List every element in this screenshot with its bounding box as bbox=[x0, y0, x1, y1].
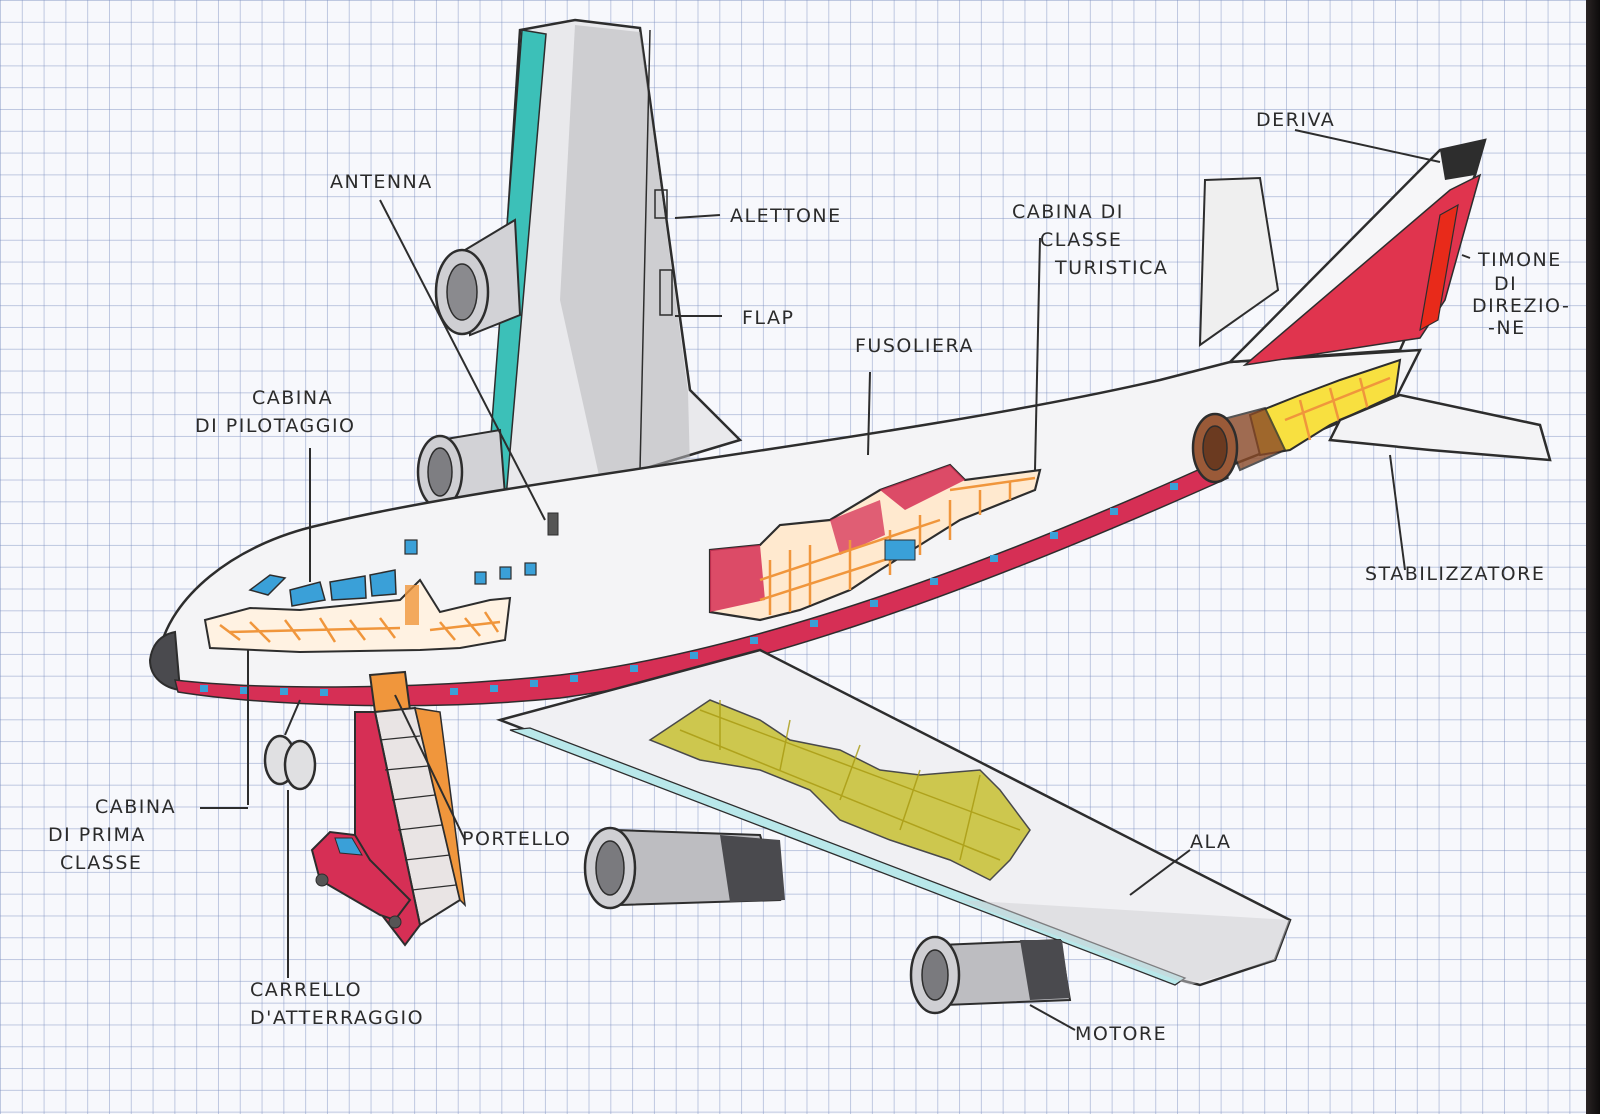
lower-engine-2 bbox=[909, 935, 1072, 1015]
label-cabina-prima-2: DI PRIMA bbox=[48, 824, 146, 846]
label-ala: ALA bbox=[1190, 831, 1232, 853]
label-flap: FLAP bbox=[742, 307, 794, 329]
label-alettone: ALETTONE bbox=[730, 205, 842, 227]
label-portello: PORTELLO bbox=[462, 828, 571, 850]
aileron-mark bbox=[654, 189, 668, 219]
upper-wing bbox=[485, 18, 743, 502]
belly-windows bbox=[200, 483, 1178, 696]
label-carrello-2: D'ATTERRAGGIO bbox=[250, 1007, 424, 1029]
ground-vehicle bbox=[310, 830, 412, 929]
label-cabina-pilotaggio-2: DI PILOTAGGIO bbox=[195, 415, 356, 437]
lower-engine-1 bbox=[583, 826, 785, 910]
landing-gear bbox=[263, 699, 317, 791]
lower-wing bbox=[495, 648, 1292, 987]
label-timone-4: -NE bbox=[1488, 317, 1526, 339]
antenna-mark bbox=[547, 512, 559, 536]
tourist-class-cutaway bbox=[708, 463, 1042, 622]
label-cabina-turistica-2: CLASSE bbox=[1040, 229, 1122, 251]
upper-engine-2 bbox=[416, 428, 507, 510]
label-deriva: DERIVA bbox=[1256, 109, 1335, 131]
label-cabina-turistica-3: TURISTICA bbox=[1054, 257, 1168, 279]
label-motore: MOTORE bbox=[1075, 1023, 1167, 1045]
label-timone-3: DIREZIO- bbox=[1472, 295, 1570, 317]
tail-fin bbox=[1226, 138, 1487, 367]
label-cabina-prima-3: CLASSE bbox=[60, 852, 142, 874]
label-carrello-1: CARRELLO bbox=[250, 979, 362, 1001]
belly-stripe bbox=[174, 459, 1229, 707]
rear-engine bbox=[1191, 406, 1287, 484]
cockpit-windows bbox=[248, 512, 559, 607]
label-cabina-turistica-1: CABINA DI bbox=[1012, 201, 1124, 223]
label-cabina-prima-1: CABINA bbox=[95, 796, 176, 818]
label-antenna: ANTENNA bbox=[330, 171, 433, 193]
label-stabilizzatore: STABILIZZATORE bbox=[1365, 563, 1545, 585]
flap-mark bbox=[659, 269, 673, 316]
labels: ANTENNA ALETTONE FLAP CABINA DI PILOTAGG… bbox=[48, 109, 1570, 1045]
upper-engine-1 bbox=[434, 218, 522, 337]
fuel-tank-cutaway bbox=[648, 699, 1031, 881]
label-fusoliera: FUSOLIERA bbox=[855, 335, 974, 357]
label-timone-1: TIMONE bbox=[1477, 249, 1562, 271]
far-horizontal-stabilizer bbox=[1198, 176, 1280, 347]
label-timone-2: DI bbox=[1494, 273, 1517, 295]
first-class-cutaway bbox=[203, 578, 512, 654]
rudder bbox=[1419, 203, 1459, 332]
leader-lines bbox=[200, 129, 1471, 1031]
notebook-binding bbox=[1586, 0, 1600, 1114]
label-cabina-pilotaggio-1: CABINA bbox=[252, 387, 333, 409]
horizontal-stabilizer bbox=[1328, 393, 1552, 462]
